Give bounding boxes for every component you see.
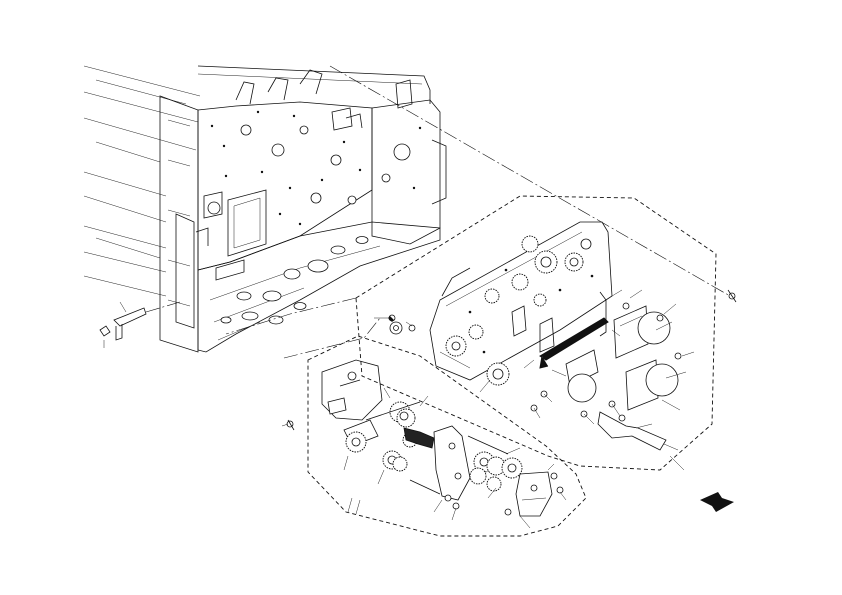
main-frame: [83, 65, 447, 353]
assembly-connector-1: [669, 455, 685, 471]
upper-leader-lines: [374, 289, 695, 451]
upper-drive-plate: [429, 221, 613, 386]
axis-line-4: [145, 301, 181, 313]
upper-motor-2: [625, 359, 679, 411]
upper-assembly-boundary: [355, 195, 717, 471]
axis-line-3: [225, 297, 357, 335]
lower-l-bracket: [597, 411, 667, 451]
axis-line-2: [283, 317, 381, 359]
lower-leader-lines: [281, 387, 567, 529]
upper-screws: [388, 289, 737, 422]
front-direction-arrow-icon: [700, 492, 734, 512]
upper-motor-3: [565, 349, 599, 403]
assembly-connector-2: [347, 497, 353, 513]
left-bracket-part: [99, 301, 147, 348]
upper-motor-1: [613, 305, 671, 359]
frame-screw-dots: [210, 110, 422, 226]
axis-line-1: [329, 65, 731, 297]
lower-gear-train: [343, 401, 553, 517]
black-rail-bracket: [539, 317, 609, 369]
lower-gear-bracket: [321, 359, 383, 421]
lower-screws: [286, 419, 564, 516]
